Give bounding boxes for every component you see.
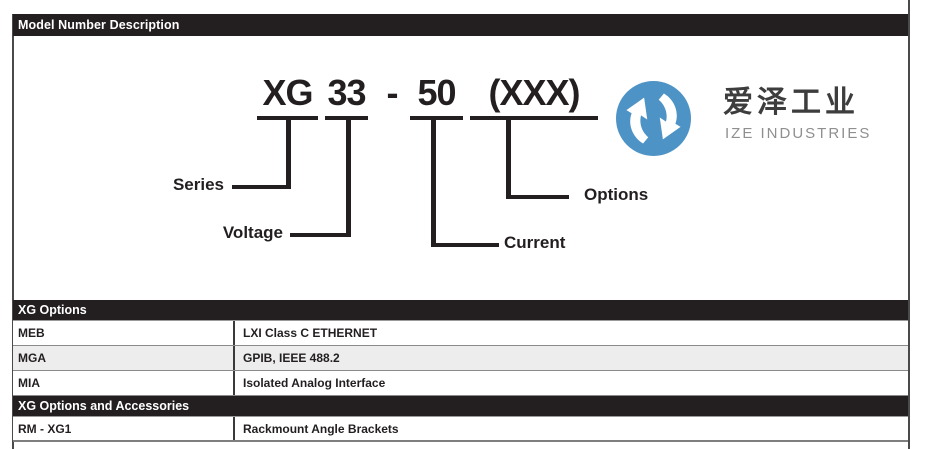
label-options: Options <box>584 185 649 204</box>
table-header-xg-options-accessories: XG Options and Accessories <box>13 396 908 417</box>
cell-option-code: MGA <box>18 351 46 365</box>
cell-option-description: GPIB, IEEE 488.2 <box>233 346 908 370</box>
table-row: RM - XG1 Rackmount Angle Brackets <box>13 417 908 442</box>
label-current: Current <box>504 233 566 252</box>
table-row: MEB LXI Class C ETHERNET <box>13 321 908 346</box>
model-options-code: (XXX) <box>488 72 580 113</box>
table-row: MIA Isolated Analog Interface <box>13 371 908 396</box>
label-voltage: Voltage <box>222 223 283 242</box>
section-title: Model Number Description <box>18 18 180 32</box>
table-header-label: XG Options <box>18 303 87 317</box>
connector-series-horizontal <box>232 185 291 189</box>
ize-logo-icon <box>616 81 691 156</box>
connector-options-horizontal <box>506 195 569 199</box>
model-current-code: 50 <box>417 72 456 113</box>
model-voltage-code: 33 <box>327 72 366 113</box>
underline-voltage <box>325 116 368 120</box>
connector-voltage-vertical <box>346 120 351 237</box>
model-series-code: XG <box>262 72 313 113</box>
model-separator: - <box>386 72 399 113</box>
cell-option-code: MEB <box>18 326 45 340</box>
connector-options-vertical <box>506 120 511 199</box>
label-series: Series <box>172 175 224 194</box>
table-header-xg-options: XG Options <box>13 300 908 321</box>
cell-option-description: Isolated Analog Interface <box>233 371 908 395</box>
logo-cn-text: 爱泽工业 <box>723 86 859 119</box>
cell-option-description: LXI Class C ETHERNET <box>233 321 908 345</box>
cell-option-code: RM - XG1 <box>18 421 72 436</box>
cell-option-description: Rackmount Angle Brackets <box>233 417 908 440</box>
underline-current <box>410 116 463 120</box>
options-table: XG Options MEB LXI Class C ETHERNET MGA … <box>13 300 908 442</box>
connector-voltage-horizontal <box>290 233 351 237</box>
cell-option-code: MIA <box>18 376 40 390</box>
connector-current-vertical <box>431 120 436 247</box>
page-border-left <box>12 14 14 449</box>
connector-series-vertical <box>286 120 291 189</box>
underline-options <box>470 116 598 120</box>
section-title-bar: Model Number Description <box>13 14 908 36</box>
underline-series <box>257 116 318 120</box>
table-header-label: XG Options and Accessories <box>18 399 190 413</box>
logo-en-text: IZE INDUSTRIES <box>725 125 872 142</box>
connector-current-horizontal <box>431 243 499 247</box>
page-border-right <box>908 0 910 449</box>
table-row: MGA GPIB, IEEE 488.2 <box>13 346 908 371</box>
